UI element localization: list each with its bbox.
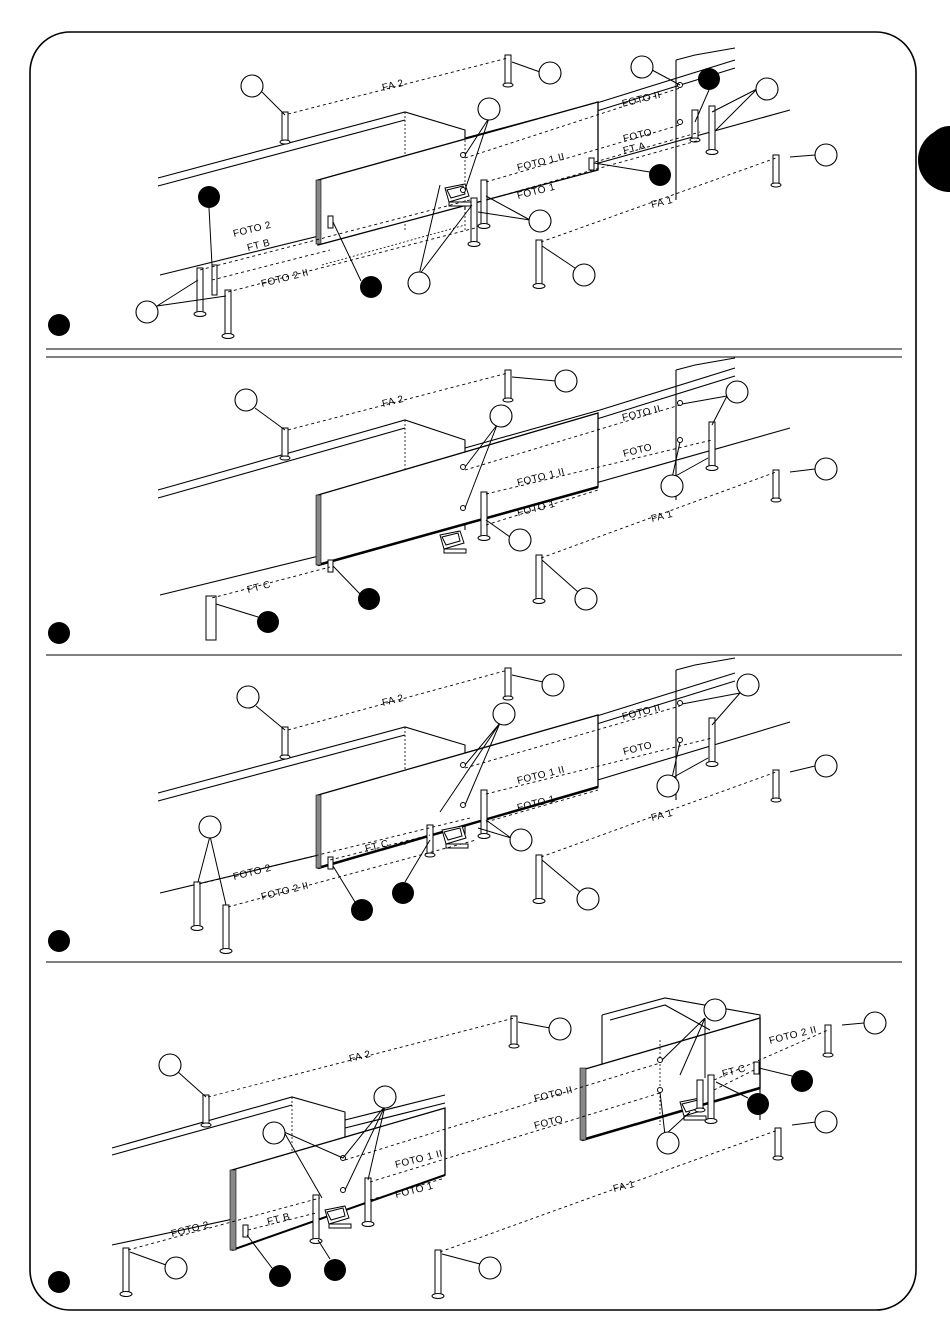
callout-circle xyxy=(756,78,778,100)
label-fa1-p3: FA 1 xyxy=(650,808,674,824)
callout-filled xyxy=(649,164,671,186)
callout-filled xyxy=(257,611,279,633)
callout-circle xyxy=(159,1054,181,1076)
panel-4: FA 2 FOTO II FOTO FOTO 1 II FOTO 1 FA 1 … xyxy=(48,998,886,1299)
callout-circle xyxy=(529,210,551,232)
callout-circle xyxy=(549,1018,571,1040)
callout-circle xyxy=(577,888,599,910)
label-foto-p3: FOTO xyxy=(622,740,653,758)
label-foto2-p3: FOTO 2 xyxy=(232,863,272,883)
label-foto2-p1: FOTO 2 xyxy=(232,220,272,240)
callout-circle xyxy=(631,56,653,78)
label-fa1-p2: FA 1 xyxy=(650,509,674,525)
label-fa2-p3: FA 2 xyxy=(381,693,405,709)
callout-circle xyxy=(241,75,263,97)
label-foto2-p4: FOTO 2 xyxy=(170,1220,210,1240)
callout-circle xyxy=(661,475,683,497)
callout-circle xyxy=(199,816,221,838)
callout-circle xyxy=(510,829,532,851)
panel-number-marker-3 xyxy=(48,930,70,952)
panel-2: FA 2 FOTO II FOTO FOTO 1 II FOTO 1 FA 1 … xyxy=(48,358,837,644)
callout-circle xyxy=(478,98,500,120)
callout-filled xyxy=(360,276,382,298)
callout-filled xyxy=(324,1259,346,1281)
panel-number-marker-4 xyxy=(48,1271,70,1293)
label-fa1-p1: FA 1 xyxy=(650,195,674,211)
callout-circle xyxy=(815,1111,837,1133)
callout-circle xyxy=(237,686,259,708)
callout-filled xyxy=(351,899,373,921)
callout-circle xyxy=(165,1257,187,1279)
callout-circle xyxy=(490,405,512,427)
label-foto-p4: FOTO xyxy=(533,1114,564,1132)
label-foto2-ii-p1: FOTO 2 II xyxy=(260,267,310,289)
label-foto-ii-p2: FOTO II xyxy=(621,404,662,424)
callout-circle xyxy=(493,703,515,725)
label-fa2-p4: FA 2 xyxy=(348,1049,372,1065)
callout-circle xyxy=(539,62,561,84)
callout-circle xyxy=(815,458,837,480)
panel-1: FA 2 FOTO II FOTO FT A FOTO 1 II FOTO 1 … xyxy=(48,48,837,339)
panel-3: FA 2 FOTO II FOTO FOTO 1 II FOTO 1 FA 1 … xyxy=(48,658,837,954)
label-foto-ii-p3: FOTO II xyxy=(621,703,662,723)
callout-filled xyxy=(269,1265,291,1287)
callout-filled xyxy=(791,1070,813,1092)
callout-circle xyxy=(815,755,837,777)
callout-circle xyxy=(509,529,531,551)
callout-filled xyxy=(198,186,220,208)
callout-circle xyxy=(374,1086,396,1108)
callout-circle xyxy=(704,999,726,1021)
callout-circle xyxy=(263,1122,285,1144)
label-foto2-ii-p4: FOTO 2 II xyxy=(768,1024,818,1046)
callout-circle xyxy=(864,1012,886,1034)
callout-filled xyxy=(392,882,414,904)
callout-circle xyxy=(815,144,837,166)
label-fa2-p1: FA 2 xyxy=(381,78,405,94)
callout-circle xyxy=(408,272,430,294)
callout-circle xyxy=(479,1257,501,1279)
callout-filled xyxy=(358,588,380,610)
callout-circle xyxy=(657,1132,679,1154)
label-fa2-p2: FA 2 xyxy=(381,394,405,410)
panel-number-marker-1 xyxy=(48,314,70,336)
callout-circle xyxy=(575,588,597,610)
callout-filled xyxy=(747,1093,769,1115)
callout-circle xyxy=(726,381,748,403)
label-foto2-ii-p3: FOTO 2 II xyxy=(260,880,310,902)
label-foto-p2: FOTO xyxy=(622,442,653,460)
callout-circle xyxy=(235,389,257,411)
label-ftc-p2: FT C xyxy=(246,579,272,595)
callout-circle xyxy=(555,370,577,392)
label-ft-b-p1: FT B xyxy=(246,238,271,254)
label-fa1-p4: FA 1 xyxy=(612,1179,636,1195)
panel-number-marker-2 xyxy=(48,622,70,644)
callout-circle xyxy=(542,674,564,696)
label-foto-ii-p4: FOTO II xyxy=(533,1085,574,1105)
callout-circle xyxy=(573,264,595,286)
callout-circle xyxy=(737,674,759,696)
label-foto-ii-p1: FOTO II xyxy=(621,90,662,110)
callout-filled xyxy=(698,68,720,90)
callout-circle xyxy=(136,301,158,323)
callout-circle xyxy=(657,775,679,797)
